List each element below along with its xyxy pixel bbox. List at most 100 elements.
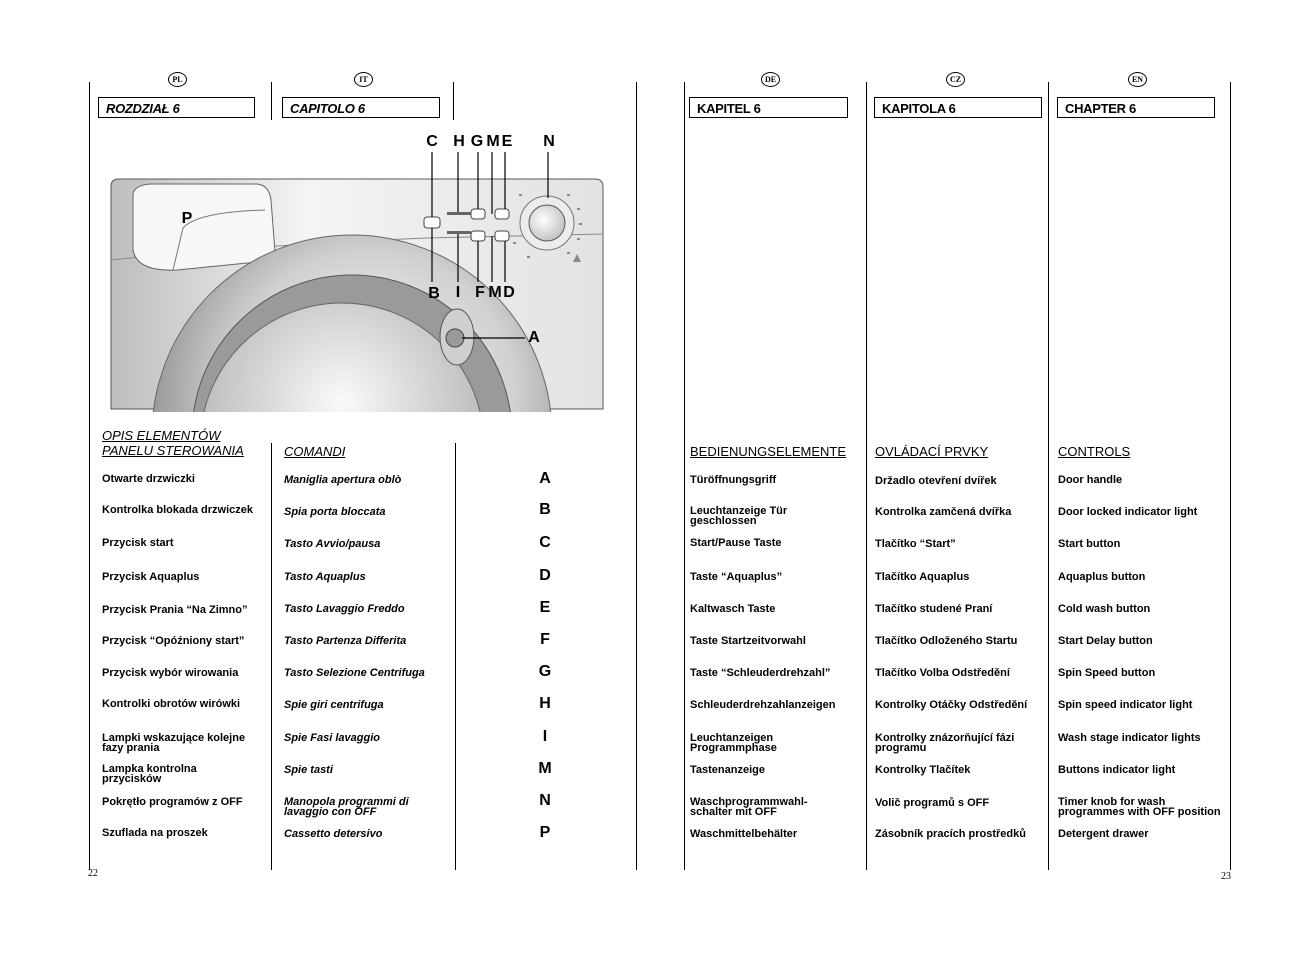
list-item-en: Spin speed indicator light xyxy=(1058,699,1193,711)
chapter-cz: KAPITOLA 6 xyxy=(874,97,1042,118)
lang-badge-pl: PL xyxy=(168,72,187,87)
list-item-de: Start/Pause Taste xyxy=(690,537,782,549)
diagram-label-g: G xyxy=(470,133,484,150)
diagram-label-d: D xyxy=(503,284,515,301)
ref-letter-h: H xyxy=(539,695,551,712)
list-item-en: Spin Speed button xyxy=(1058,667,1156,679)
list-item-it: Spia porta bloccata xyxy=(284,506,386,518)
list-item-pl: Lampka kontrolna przycisków xyxy=(102,763,197,785)
list-item-it: Spie Fasi lavaggio xyxy=(284,732,380,744)
list-item-it: Tasto Aquaplus xyxy=(284,571,366,583)
list-item-en: Detergent drawer xyxy=(1058,828,1149,840)
rule-cz-en xyxy=(1048,82,1049,870)
list-item-it: Tasto Selezione Centrifuga xyxy=(284,667,425,679)
list-item-en: Aquaplus button xyxy=(1058,571,1146,583)
ref-letter-b: B xyxy=(539,501,551,518)
list-item-en: Start Delay button xyxy=(1058,635,1153,647)
diagram-label-c: C xyxy=(426,133,438,150)
list-item-cz: Tlačítko studené Praní xyxy=(875,603,993,615)
ref-letter-e: E xyxy=(539,599,551,616)
list-item-it: Spie tasti xyxy=(284,764,333,776)
list-item-en: Door handle xyxy=(1058,474,1123,486)
list-item-de: Leuchtanzeige Tür geschlossen xyxy=(690,505,788,527)
chapter-de: KAPITEL 6 xyxy=(689,97,848,118)
list-item-en: Timer knob for wash programmes with OFF … xyxy=(1058,796,1221,818)
rule-it-letters xyxy=(453,82,454,120)
list-item-pl: Przycisk wybór wirowania xyxy=(102,667,239,679)
section-heading-cz: OVLÁDACÍ PRVKY xyxy=(875,444,989,459)
list-item-pl: Przycisk Prania “Na Zimno” xyxy=(102,604,248,616)
list-item-en: Cold wash button xyxy=(1058,603,1151,615)
ref-letter-p: P xyxy=(539,824,551,841)
diagram-label-h: H xyxy=(453,133,465,150)
ref-letter-a: A xyxy=(539,470,551,487)
diagram-label-n: N xyxy=(543,133,555,150)
list-item-en: Buttons indicator light xyxy=(1058,764,1176,776)
rule-it-letters-lower xyxy=(455,443,456,870)
ref-letter-i: I xyxy=(542,728,548,745)
rule-right-outer xyxy=(1230,82,1231,870)
lang-badge-de: DE xyxy=(761,72,780,87)
list-item-de: Waschprogrammwahl-schalter mit OFF xyxy=(690,796,808,818)
list-item-pl: Kontrolki obrotów wirówki xyxy=(102,698,241,710)
page-number-left: 22 xyxy=(88,868,98,879)
rule-de-cz xyxy=(866,82,867,870)
list-item-pl: Otwarte drzwiczki xyxy=(102,473,195,485)
list-item-pl: Przycisk “Opóźniony start” xyxy=(102,635,245,647)
lang-badge-it: IT xyxy=(354,72,373,87)
section-heading-it: COMANDI xyxy=(284,444,346,459)
page-number-right: 23 xyxy=(1221,871,1231,882)
list-item-pl: Przycisk Aquaplus xyxy=(102,571,200,583)
list-item-de: Waschmittelbehälter xyxy=(690,828,798,840)
ref-letter-d: D xyxy=(539,567,551,584)
list-item-pl: Szuflada na proszek xyxy=(102,827,208,839)
list-item-cz: Kontrolky Tlačítek xyxy=(875,764,971,776)
list-item-cz: Kontrolka zamčená dvířka xyxy=(875,506,1012,518)
lang-badge-cz: CZ xyxy=(946,72,965,87)
diagram-label-b: B xyxy=(428,285,440,302)
list-item-de: Tastenanzeige xyxy=(690,764,765,776)
list-item-de: Türöffnungsgriff xyxy=(690,474,777,486)
list-item-it: Manopola programmi di lavaggio con OFF xyxy=(284,796,409,818)
list-item-it: Cassetto detersivo xyxy=(284,828,383,840)
list-item-en: Start button xyxy=(1058,538,1121,550)
list-item-cz: Zásobník pracích prostředků xyxy=(875,828,1026,840)
rule-pl-it xyxy=(271,82,272,120)
list-item-cz: Volič programů s OFF xyxy=(875,797,990,809)
diagram-label-f: F xyxy=(475,284,485,301)
diagram-label-m-top: M xyxy=(486,133,500,150)
list-item-cz: Držadlo otevření dvířek xyxy=(875,475,997,487)
list-item-en: Door locked indicator light xyxy=(1058,506,1198,518)
list-item-it: Tasto Lavaggio Freddo xyxy=(284,603,405,615)
section-heading-en: CONTROLS xyxy=(1058,444,1131,459)
ref-letter-n: N xyxy=(539,792,551,809)
ref-letter-f: F xyxy=(540,631,550,648)
list-item-cz: Tlačítko Odloženého Startu xyxy=(875,635,1018,647)
ref-letter-c: C xyxy=(539,534,551,551)
diagram-label-i: I xyxy=(455,284,461,301)
list-item-de: Leuchtanzeigen Programmphase xyxy=(690,732,777,754)
rule-de-left xyxy=(684,82,685,870)
washing-machine-diagram: C H G M E N B I F M D P A xyxy=(107,130,607,636)
diagram-label-m-bottom: M xyxy=(488,284,502,301)
list-item-it: Tasto Avvio/pausa xyxy=(284,538,381,550)
rule-pl-it-lower xyxy=(271,443,272,870)
rule-left-outer xyxy=(89,82,90,870)
list-item-en: Wash stage indicator lights xyxy=(1058,732,1201,744)
list-item-cz: Tlačítko Aquaplus xyxy=(875,571,970,583)
list-item-cz: Kontrolky Otáčky Odstředění xyxy=(875,699,1028,711)
list-item-pl: Kontrolka blokada drzwiczek xyxy=(102,504,253,516)
list-item-de: Taste “Aquaplus” xyxy=(690,571,783,583)
list-item-cz: Kontrolky znázorňující fázi programu xyxy=(875,732,1015,754)
list-item-pl: Lampki wskazujące kolejne fazy prania xyxy=(102,732,246,754)
list-item-de: Taste Startzeitvorwahl xyxy=(690,635,806,647)
diagram-label-a: A xyxy=(528,329,540,346)
section-heading-pl: OPIS ELEMENTÓW PANELU STEROWANIA xyxy=(102,428,244,458)
ref-letter-m: M xyxy=(538,760,552,777)
list-item-pl: Przycisk start xyxy=(102,537,174,549)
list-item-de: Taste “Schleuderdrehzahl” xyxy=(690,667,831,679)
list-item-it: Spie giri centrifuga xyxy=(284,699,384,711)
chapter-pl: ROZDZIAŁ 6 xyxy=(98,97,255,118)
section-heading-de: BEDIENUNGSELEMENTE xyxy=(690,444,847,459)
lang-badge-en: EN xyxy=(1128,72,1147,87)
